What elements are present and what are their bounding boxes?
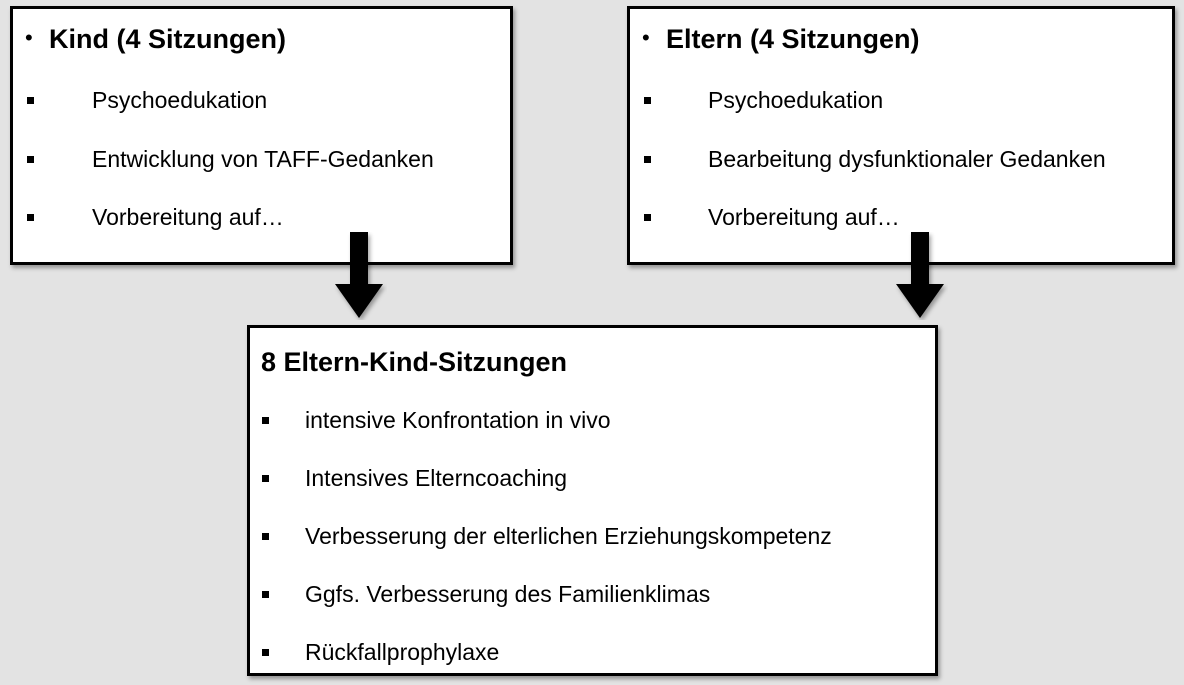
kind-sessions-box: • Kind (4 Sitzungen) Psychoedukation Entw…	[10, 6, 513, 265]
title-bullet-icon: •	[642, 25, 650, 50]
list-item-text: intensive Konfrontation in vivo	[305, 407, 611, 433]
list-item-text: Bearbeitung dysfunktionaler Gedanken	[708, 146, 1106, 172]
eltern-box-title: • Eltern (4 Sitzungen)	[642, 26, 920, 53]
down-arrow-icon	[896, 232, 944, 318]
eltern-sessions-box: • Eltern (4 Sitzungen) Psychoedukation Be…	[627, 6, 1175, 265]
joint-box-title: 8 Eltern-Kind-Sitzungen	[261, 347, 567, 377]
square-bullet-icon	[262, 591, 269, 598]
list-item-text: Rückfallprophylaxe	[305, 639, 500, 665]
list-item-text: Ggfs. Verbesserung des Familienklimas	[305, 581, 711, 607]
square-bullet-icon	[644, 156, 651, 163]
square-bullet-icon	[262, 649, 269, 656]
title-bullet-icon: •	[25, 25, 33, 50]
square-bullet-icon	[262, 533, 269, 540]
list-item-text: Vorbereitung auf…	[708, 204, 900, 230]
square-bullet-icon	[262, 475, 269, 482]
kind-box-title-text: Kind (4 Sitzungen)	[49, 24, 286, 54]
kind-box-title: • Kind (4 Sitzungen)	[25, 26, 286, 53]
square-bullet-icon	[644, 214, 651, 221]
eltern-kind-sessions-box: 8 Eltern-Kind-Sitzungen intensive Konfro…	[247, 325, 938, 676]
square-bullet-icon	[27, 214, 34, 221]
list-item-text: Psychoedukation	[708, 87, 884, 113]
down-arrow-icon	[335, 232, 383, 318]
list-item-text: Intensives Elterncoaching	[305, 465, 568, 491]
square-bullet-icon	[644, 97, 651, 104]
square-bullet-icon	[27, 97, 34, 104]
square-bullet-icon	[27, 156, 34, 163]
list-item-text: Vorbereitung auf…	[92, 204, 284, 230]
list-item-text: Psychoedukation	[92, 87, 268, 113]
list-item-text: Verbesserung der elterlichen Erziehungsk…	[305, 523, 832, 549]
eltern-box-title-text: Eltern (4 Sitzungen)	[666, 24, 920, 54]
square-bullet-icon	[262, 417, 269, 424]
list-item-text: Entwicklung von TAFF-Gedanken	[92, 146, 434, 172]
